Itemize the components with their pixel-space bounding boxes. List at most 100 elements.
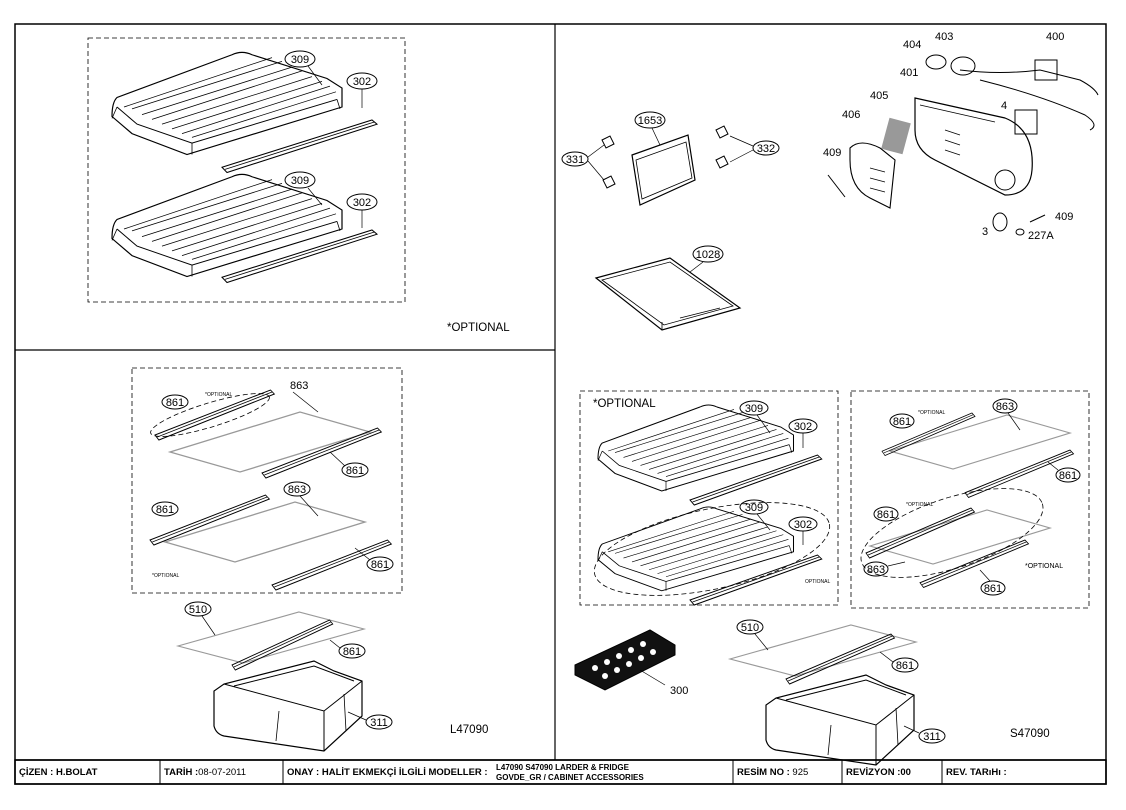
callout-302-lower: 302 [346, 193, 378, 228]
svg-text:510: 510 [741, 622, 759, 634]
egg-tray [574, 629, 676, 691]
tray-1028 [594, 257, 742, 331]
svg-text:311: 311 [923, 731, 941, 743]
svg-text:309: 309 [745, 502, 763, 514]
svg-text:TARİH :08-07-2011: TARİH :08-07-2011 [164, 767, 246, 778]
svg-text:309: 309 [291, 54, 309, 66]
callout-302-s1: 302 [788, 418, 818, 448]
svg-text:409: 409 [1055, 211, 1073, 223]
svg-text:861: 861 [877, 509, 895, 521]
svg-text:309: 309 [745, 403, 763, 415]
svg-text:406: 406 [842, 109, 860, 121]
svg-text:*OPTIONAL: *OPTIONAL [906, 502, 933, 508]
svg-text:3: 3 [982, 226, 988, 238]
crisper-cover-trim-s [785, 633, 895, 685]
revision-value: 00 [900, 767, 911, 778]
date-label: TARİH : [164, 767, 198, 778]
diffuser-405 [881, 117, 911, 155]
svg-text:863: 863 [996, 401, 1014, 413]
callout-861-b: 861 [329, 451, 369, 478]
callout-1653: 1653 [634, 111, 666, 146]
callout-309-s1: 309 [739, 400, 771, 434]
glass-shelf-upper [169, 411, 371, 473]
callout-510: 510 [184, 601, 216, 636]
callout-861-s1: 861 [889, 413, 915, 429]
svg-text:861: 861 [984, 583, 1002, 595]
callout-309-lower: 309 [284, 171, 323, 206]
svg-text:405: 405 [870, 90, 888, 102]
crisper-drawer [213, 660, 363, 752]
svg-text:*OPTIONAL: *OPTIONAL [152, 573, 179, 579]
svg-text:1028: 1028 [696, 249, 720, 261]
svg-text:300: 300 [670, 685, 688, 697]
panel-right-mid2: *OPTIONAL *OPTIONAL 861 863 861 861 863 … [850, 390, 1090, 609]
trim-s-lower-rear [919, 539, 1029, 588]
svg-text:861: 861 [156, 504, 174, 516]
callout-861-s2: 861 [1047, 461, 1081, 483]
panel-top-left: 309 302 309 302 *OPTIONAL [87, 37, 510, 334]
callout-861-d: 861 [354, 547, 394, 572]
panel-bottom-left: 861 *OPTIONAL 863 861 861 863 861 *OPTIO… [131, 367, 488, 752]
rev-date-label: REV. TARıHı : [946, 767, 1007, 778]
svg-text:863: 863 [288, 484, 306, 496]
svg-text:REVİZYON :00: REVİZYON :00 [846, 767, 911, 778]
glass-shelf-lower [164, 501, 366, 563]
svg-text:REV. TARıHı :: REV. TARıHı : [946, 767, 1007, 778]
drawing-no-label: RESİM NO : [737, 767, 790, 778]
callout-300: 300 [639, 669, 688, 697]
svg-text:309: 309 [291, 175, 309, 187]
shelf-rail-lower [221, 229, 378, 284]
svg-text:400: 400 [1046, 31, 1064, 43]
panel-right-top: 1653 331 332 1028 [561, 31, 1099, 331]
screw-409-left [827, 174, 846, 198]
callout-510-s: 510 [736, 619, 769, 651]
svg-text:863: 863 [290, 380, 308, 392]
callout-311: 311 [347, 711, 393, 730]
lamp-cover-406 [849, 142, 896, 209]
wire-shelf-s-upper [597, 404, 795, 492]
svg-text:861: 861 [893, 416, 911, 428]
model-label-s47090: S47090 [1010, 728, 1050, 740]
svg-text:861: 861 [343, 646, 361, 658]
callout-1028: 1028 [689, 245, 724, 273]
callout-863-s2: 863 [863, 561, 906, 577]
callout-331: 331 [561, 144, 605, 181]
svg-text:311: 311 [370, 717, 388, 729]
callout-309-s2: 309 [739, 499, 771, 531]
title-block: ÇİZEN : H.BOLAT TARİH :08-07-2011 ONAY :… [14, 759, 1107, 785]
approved-label: ONAY : [287, 767, 319, 778]
svg-text:409: 409 [823, 147, 841, 159]
svg-text:4: 4 [1001, 100, 1007, 112]
hinge-brackets-left [601, 135, 616, 189]
svg-text:861: 861 [166, 397, 184, 409]
wire-shelf-s-lower [597, 506, 795, 592]
lamp-bulb [925, 54, 947, 70]
wire-shelf-lower [111, 173, 343, 278]
svg-text:ÇİZEN : H.BOLAT: ÇİZEN : H.BOLAT [19, 767, 98, 778]
model-label-l47090: L47090 [450, 724, 488, 736]
lamp-housing [914, 97, 1033, 196]
wire-shelf-upper [111, 51, 343, 156]
svg-text:403: 403 [935, 31, 953, 43]
hinge-brackets-right [715, 125, 729, 169]
svg-text:227A: 227A [1028, 230, 1054, 242]
approved-value: HALİT EKMEKÇİ [322, 767, 396, 778]
optional-note: *OPTIONAL [447, 322, 510, 334]
svg-text:RESİM NO : 925: RESİM NO : 925 [737, 767, 808, 778]
svg-text:*OPTIONAL: *OPTIONAL [205, 392, 232, 398]
models-label: İLGİLİ MODELLER : [399, 767, 488, 778]
svg-text:404: 404 [903, 39, 921, 51]
wire-harness [959, 59, 1099, 135]
svg-text:331: 331 [566, 154, 584, 166]
callout-861-e: 861 [329, 639, 366, 659]
screw-227a [1015, 228, 1025, 236]
callout-861-s4: 861 [979, 569, 1006, 596]
drawn-value: H.BOLAT [56, 767, 98, 778]
svg-text:510: 510 [189, 604, 207, 616]
callout-863-b: 863 [283, 481, 319, 517]
callout-863-s1: 863 [992, 398, 1021, 431]
svg-text:1653: 1653 [638, 115, 662, 127]
svg-text:*OPTIONAL: *OPTIONAL [918, 410, 945, 416]
callout-863-a: 863 [290, 380, 319, 413]
